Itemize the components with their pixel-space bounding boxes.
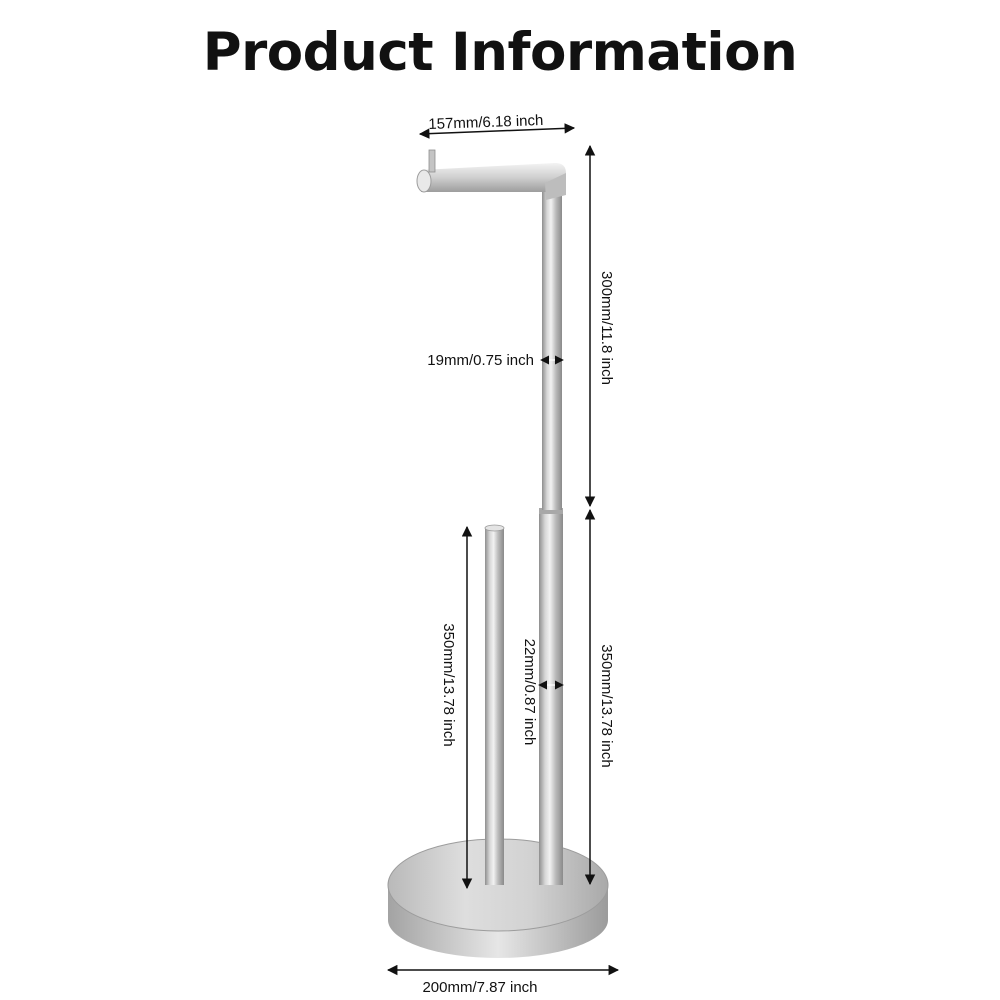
- lower-height-label: 350mm/13.78 inch: [598, 644, 615, 767]
- reserve-height-label: 350mm/13.78 inch: [440, 623, 457, 746]
- base-width-label: 200mm/7.87 inch: [422, 979, 537, 996]
- holder-arm: [416, 149, 566, 200]
- page-title: Product Information: [202, 22, 798, 83]
- upper-height-label: 300mm/11.8 inch: [598, 271, 615, 385]
- upper-diameter-label: 19mm/0.75 inch: [427, 352, 534, 369]
- main-pole-lower: [539, 508, 563, 885]
- dimension-base-width: 200mm/7.87 inch: [386, 964, 620, 996]
- main-pole-upper: [542, 180, 562, 510]
- dimension-upper-height: 300mm/11.8 inch: [584, 144, 615, 508]
- dimension-lower-height: 350mm/13.78 inch: [584, 508, 615, 886]
- dimension-arm-length: 157mm/6.18 inch: [418, 112, 576, 139]
- lower-diameter-label: 22mm/0.87 inch: [521, 639, 538, 746]
- arm-length-label: 157mm/6.18 inch: [428, 112, 544, 133]
- dimension-lower-diameter: 22mm/0.87 inch: [521, 639, 564, 746]
- reserve-pole: [484, 524, 505, 885]
- dimension-reserve-height: 350mm/13.78 inch: [440, 525, 473, 890]
- dimension-upper-diameter: 19mm/0.75 inch: [427, 352, 564, 369]
